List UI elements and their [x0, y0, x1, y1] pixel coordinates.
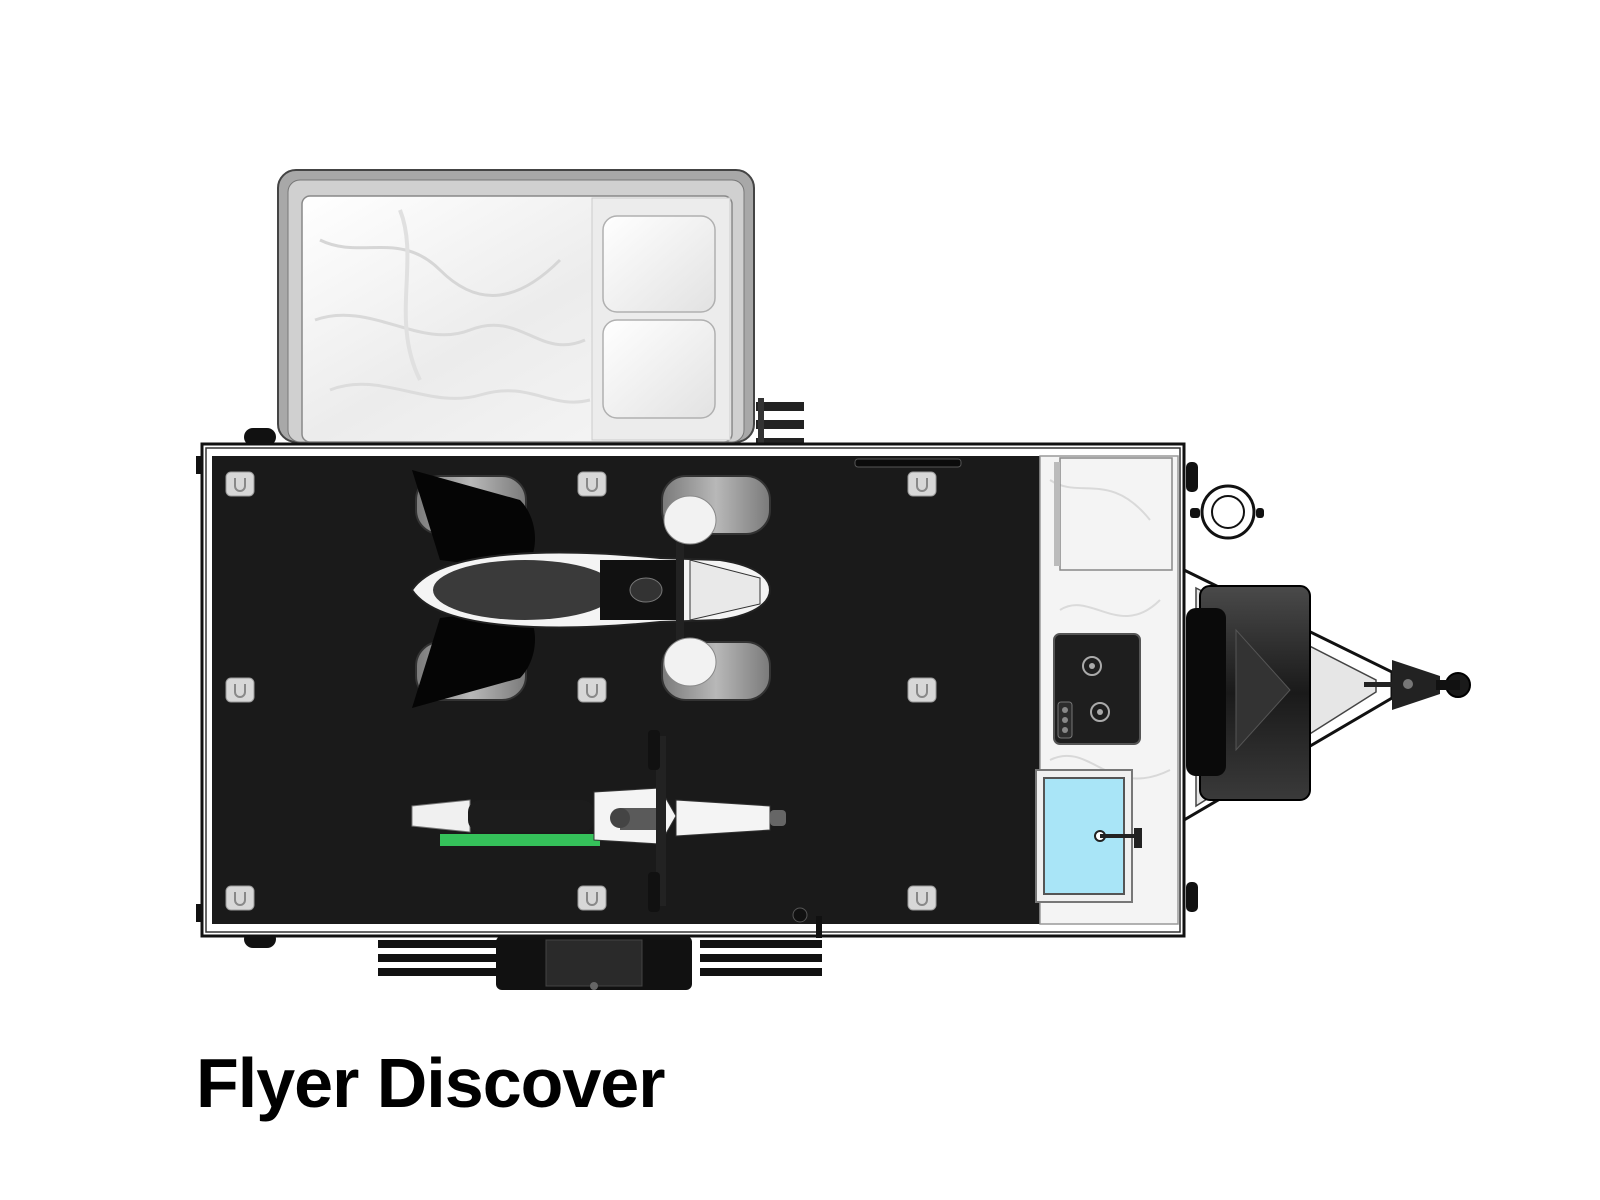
tie-down-icon — [907, 471, 937, 497]
tie-down-icon — [225, 677, 255, 703]
atv-icon — [410, 470, 772, 708]
under-frame-box — [496, 936, 692, 990]
tie-down-icon — [225, 885, 255, 911]
cargo-floor — [212, 456, 1040, 924]
tie-down-icon — [577, 677, 607, 703]
pillow-icon — [602, 215, 716, 313]
tent-bed-icon — [277, 169, 755, 443]
tie-down-icon — [907, 677, 937, 703]
step-icon — [378, 940, 500, 976]
tie-down-icon — [577, 885, 607, 911]
hitch-coupler-icon — [1364, 660, 1471, 710]
model-title: Flyer Discover — [196, 1044, 665, 1122]
cooktop-icon — [1053, 633, 1141, 745]
tie-down-icon — [907, 885, 937, 911]
jack-wheel-icon — [1190, 484, 1264, 540]
dirt-bike-icon — [411, 730, 786, 912]
spare-tire-icon — [1186, 585, 1311, 801]
step-icon — [756, 398, 804, 448]
faucet-icon — [1094, 828, 1142, 848]
tie-down-icon — [577, 471, 607, 497]
pillow-icon — [602, 319, 716, 419]
step-icon — [700, 940, 822, 976]
tie-down-icon — [225, 471, 255, 497]
